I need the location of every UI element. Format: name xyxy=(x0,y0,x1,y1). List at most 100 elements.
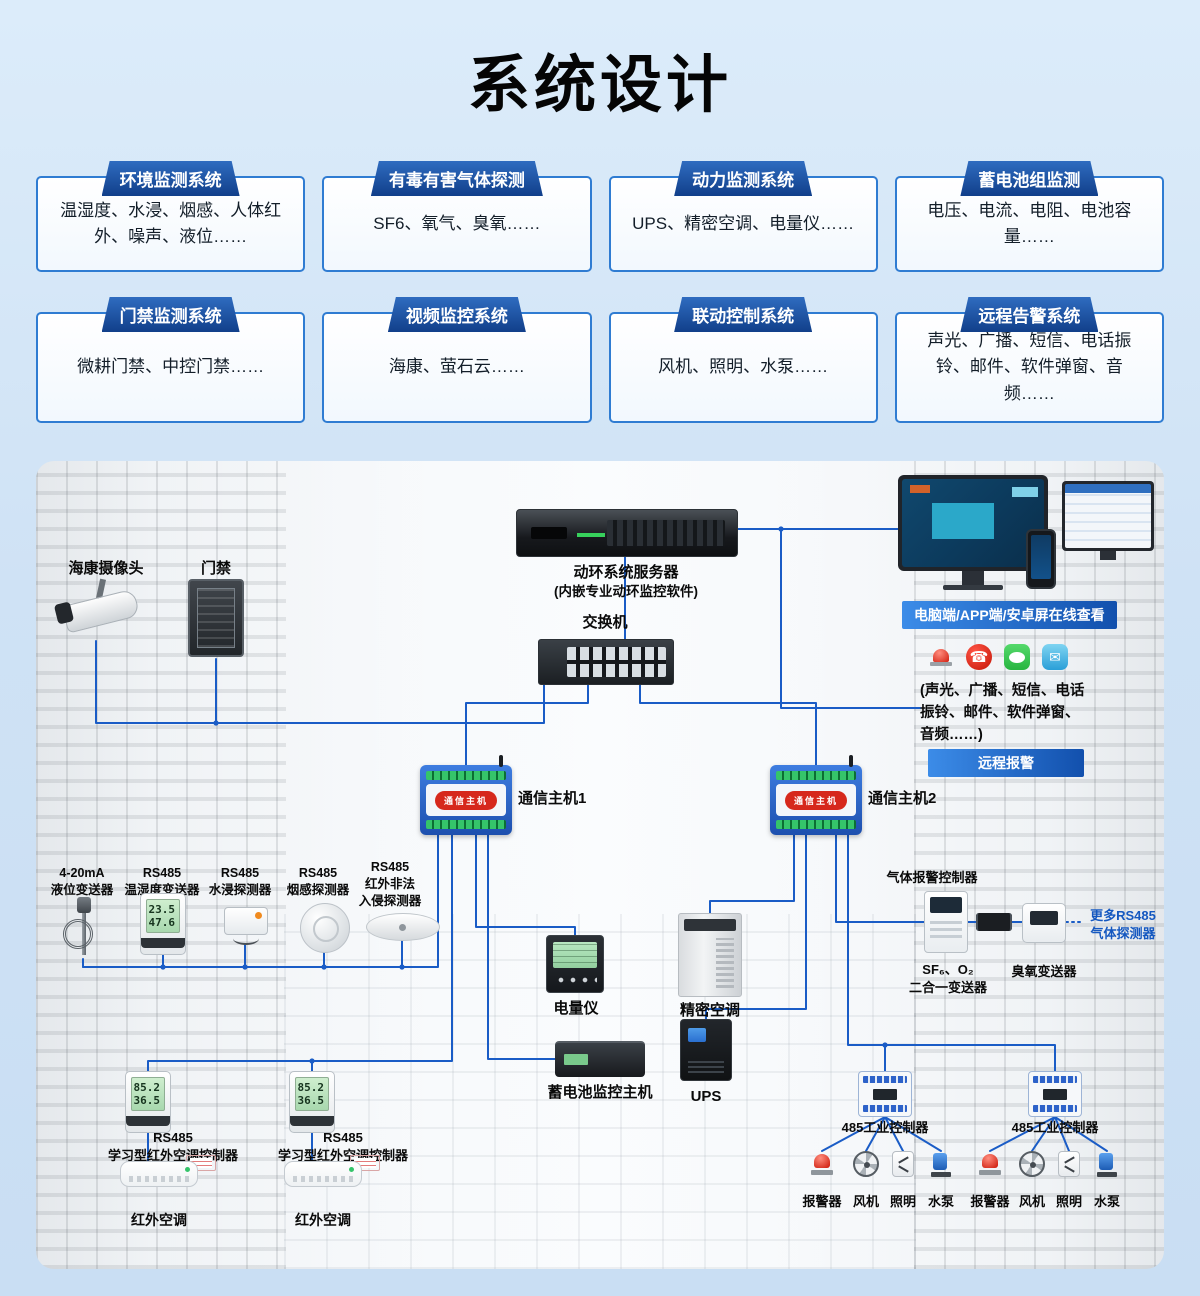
lcd-value-bottom: 36.5 xyxy=(297,1094,325,1108)
battery-monitor-host xyxy=(555,1041,645,1078)
online-view-badge: 电脑端/APP端/安卓屏在线查看 xyxy=(902,601,1117,630)
light-socket-icon xyxy=(1058,1151,1080,1178)
server-label-block: 动环系统服务器 (内嵌专业动环监控软件) xyxy=(491,563,761,600)
lcd-value-bottom: 36.5 xyxy=(133,1094,161,1108)
gas-relay-module xyxy=(976,913,1012,932)
industrial-controller-2 xyxy=(1028,1071,1082,1118)
more-gas-note: 更多RS485 气体探测器 xyxy=(1090,908,1156,941)
battery-host-label: 蓄电池监控主机 xyxy=(547,1084,653,1102)
controller-face xyxy=(1033,1088,1077,1100)
card-linkage-control: 联动控制系统 风机、照明、水泵…… xyxy=(608,312,878,424)
monitoring-terminals xyxy=(898,475,1158,597)
controller-screen xyxy=(873,1088,897,1100)
card-header: 蓄电池组监测 xyxy=(960,161,1098,196)
temp-humidity-lcd: 23.5 47.6 xyxy=(146,899,180,934)
output-label-siren-1: 报警器 xyxy=(802,1194,842,1210)
terminal-strip xyxy=(1033,1076,1077,1084)
card-remote-alarm: 远程告警系统 声光、广播、短信、电话振铃、邮件、软件弹窗、音频…… xyxy=(894,312,1164,424)
card-access-monitoring: 门禁监测系统 微耕门禁、中控门禁…… xyxy=(36,312,306,424)
output-label-siren-2: 报警器 xyxy=(970,1194,1010,1210)
ir-ac-label-1: 红外空调 xyxy=(131,1212,187,1229)
output-label-pump-2: 水泵 xyxy=(1093,1194,1120,1210)
card-body: 温湿度、水浸、烟感、人体红外、噪声、液位…… xyxy=(60,200,282,246)
card-video-monitoring: 视频监控系统 海康、萤石云…… xyxy=(322,312,592,424)
sf6-o2-label: SF₆、O₂ 二合一变送器 xyxy=(908,962,987,995)
card-header: 联动控制系统 xyxy=(674,297,812,332)
card-power-monitoring: 动力监测系统 UPS、精密空调、电量仪…… xyxy=(608,176,878,272)
remote-alarm-badge: 远程报警 xyxy=(928,749,1084,778)
card-body: SF6、氧气、臭氧…… xyxy=(373,213,541,233)
monitor-screen xyxy=(902,479,1044,568)
power-meter xyxy=(546,935,604,994)
intrusion-sensor-label: RS485 红外非法 入侵探测器 xyxy=(358,860,422,908)
card-header: 有毒有害气体探测 xyxy=(371,161,543,196)
architecture-diagram: 海康摄像头 门禁 动环系统服务器 (内嵌专业动环监控软件) 交换机 xyxy=(36,461,1164,1270)
card-header: 动力监测系统 xyxy=(674,161,812,196)
card-header: 远程告警系统 xyxy=(960,297,1098,332)
camera-label: 海康摄像头 xyxy=(68,560,144,578)
terminal-strip xyxy=(863,1105,907,1113)
phone-icon: ☎ xyxy=(966,644,992,671)
fan-icon xyxy=(1019,1151,1045,1178)
antenna-icon xyxy=(849,755,853,768)
switch-label: 交换机 xyxy=(582,614,628,632)
output-label-light-2: 照明 xyxy=(1055,1194,1082,1210)
lcd-value-top: 85.2 xyxy=(133,1080,161,1094)
host2-faceplate: 通信主机 xyxy=(776,784,856,817)
terminal-strip xyxy=(1033,1105,1077,1113)
ac-controller-2-label: RS485 学习型红外空调控制器 xyxy=(228,1129,458,1164)
alert-channel-icons: ☎ ✉ xyxy=(928,644,1068,671)
card-header: 视频监控系统 xyxy=(388,297,526,332)
water-pump-icon xyxy=(1097,1151,1117,1178)
lcd-humidity-value: 47.6 xyxy=(148,916,176,930)
alert-channels-text: (声光、广播、短信、电话 振铃、邮件、软件弹窗、 音频……) xyxy=(920,683,1085,743)
alarm-siren-icon xyxy=(811,1151,833,1177)
card-body: 声光、广播、短信、电话振铃、邮件、软件弹窗、音频…… xyxy=(927,331,1132,403)
ir-ac-controller-1: 85.2 36.5 xyxy=(125,1071,171,1134)
controller-face xyxy=(863,1088,907,1100)
page-title: 系统设计 xyxy=(467,51,732,120)
gas-controller-label: 气体报警控制器 xyxy=(886,870,978,886)
card-body: 风机、照明、水泵…… xyxy=(658,357,829,377)
light-socket-icon xyxy=(892,1151,914,1178)
smoke-sensor-label: RS485 烟感探测器 xyxy=(286,866,350,897)
card-body: UPS、精密空调、电量仪…… xyxy=(632,213,855,233)
comm-host-1: 通信主机 xyxy=(420,755,512,836)
desktop-monitor xyxy=(898,475,1048,572)
network-switch xyxy=(538,639,674,686)
alarm-siren-icon xyxy=(979,1151,1001,1177)
liquid-sensor-label: 4-20mA 液位变送器 xyxy=(50,866,114,897)
android-screen-stand xyxy=(1100,551,1116,561)
host2-terminals-bottom xyxy=(776,820,856,830)
comm-host-2: 通信主机 xyxy=(770,755,862,836)
power-meter-label: 电量仪 xyxy=(553,1000,599,1018)
card-gas-detection: 有毒有害气体探测 SF6、氧气、臭氧…… xyxy=(322,176,592,272)
email-icon: ✉ xyxy=(1042,644,1068,671)
dcim-server xyxy=(516,509,738,558)
ac-controller-lcd: 85.2 36.5 xyxy=(295,1077,329,1112)
card-body: 电压、电流、电阻、电池容量…… xyxy=(927,200,1132,246)
ups-label: UPS xyxy=(690,1088,722,1106)
host2-terminals-top xyxy=(776,771,856,781)
door-label: 门禁 xyxy=(200,560,231,578)
terminal-strip xyxy=(863,1076,907,1084)
industrial-controller-1-label: 485工业控制器 xyxy=(841,1120,929,1136)
water-leak-sensor xyxy=(224,907,268,946)
output-label-pump-1: 水泵 xyxy=(927,1194,954,1210)
gas-alarm-controller xyxy=(924,891,968,954)
card-env-monitoring: 环境监测系统 温湿度、水浸、烟感、人体红外、噪声、液位…… xyxy=(36,176,306,272)
ozone-transmitter xyxy=(1022,903,1066,944)
power-meter-screen xyxy=(553,942,597,969)
infrared-air-conditioner-1 xyxy=(120,1161,198,1188)
antenna-icon xyxy=(499,755,503,768)
host1-faceplate: 通信主机 xyxy=(426,784,506,817)
siren-icon xyxy=(928,644,954,670)
card-header: 门禁监测系统 xyxy=(102,297,240,332)
industrial-controller-2-label: 485工业控制器 xyxy=(1011,1120,1099,1136)
power-meter-buttons xyxy=(553,975,597,984)
water-leak-label: RS485 水浸探测器 xyxy=(208,866,272,897)
probe-head xyxy=(77,897,91,914)
label-line1: RS485 xyxy=(323,1130,363,1146)
host2-label: 通信主机2 xyxy=(868,790,937,808)
